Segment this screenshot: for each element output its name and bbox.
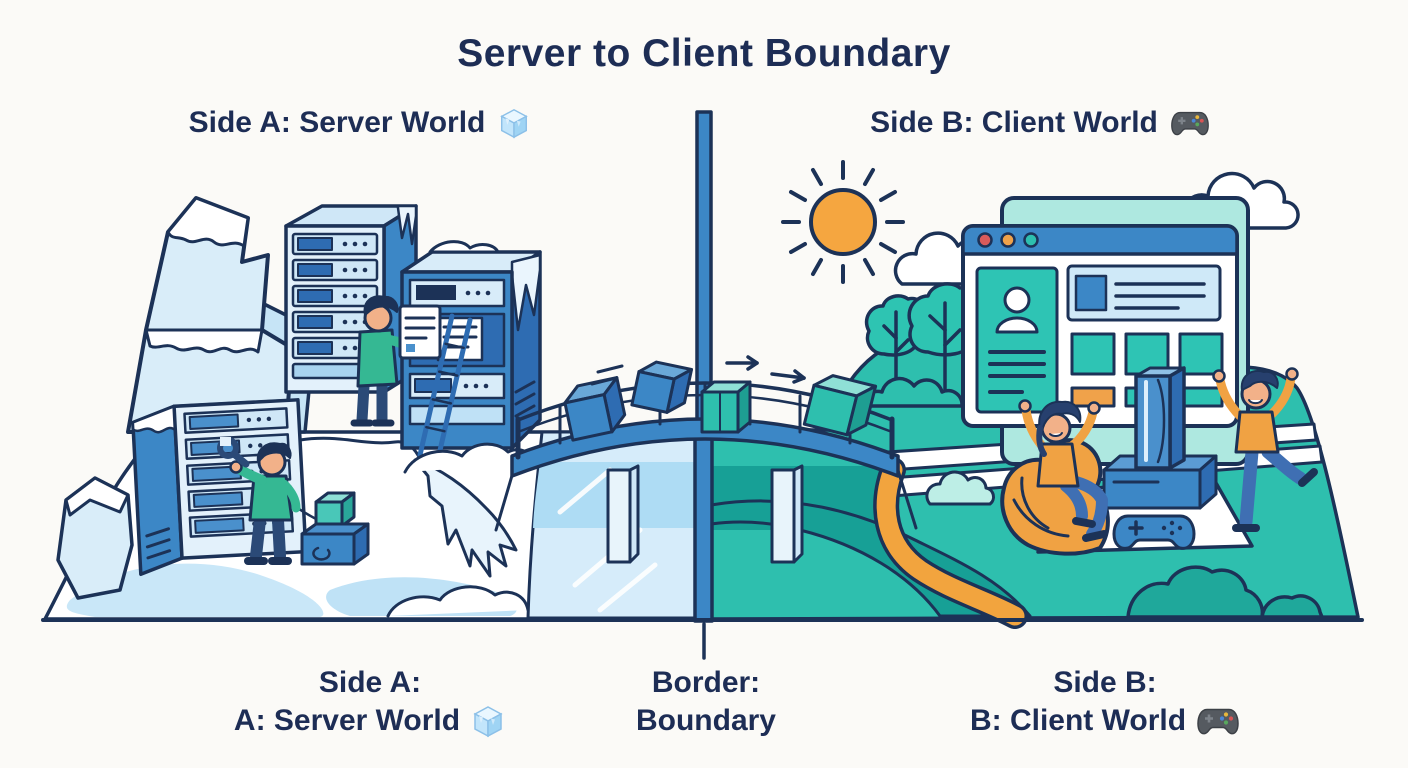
side-b-caption-line2: B: Client World bbox=[895, 702, 1315, 740]
side-b-header-text: Side B: Client World bbox=[870, 106, 1158, 139]
window-minimize-dot[interactable] bbox=[1000, 232, 1016, 248]
small-cloud bbox=[925, 470, 995, 506]
motion-arrows bbox=[590, 355, 806, 386]
window-maximize-dot[interactable] bbox=[1023, 232, 1039, 248]
data-cubes bbox=[563, 360, 878, 442]
cliff-icicles bbox=[413, 458, 518, 578]
player-woman bbox=[1000, 399, 1110, 556]
boundary-line bbox=[693, 110, 714, 623]
border-caption: Border: Boundary bbox=[556, 664, 856, 740]
ice-chunk bbox=[56, 476, 134, 600]
page-title: Server to Client Boundary bbox=[457, 32, 951, 75]
side-b-caption-line1: Side B: bbox=[1053, 666, 1157, 699]
game-controller-icon bbox=[1196, 706, 1240, 737]
sun bbox=[781, 160, 905, 284]
engineer-with-clipboard bbox=[350, 295, 442, 427]
ladder bbox=[417, 313, 473, 462]
gamepad[interactable] bbox=[1112, 514, 1196, 550]
border-caption-line1: Border: bbox=[651, 666, 761, 699]
avatar bbox=[995, 286, 1039, 334]
player-man bbox=[1212, 367, 1318, 532]
engineer-with-wrench bbox=[217, 437, 344, 565]
hero-thumbnail bbox=[1074, 274, 1108, 312]
wrench bbox=[217, 437, 250, 468]
side-a-caption: Side A: A: Server World bbox=[160, 664, 580, 740]
ice-cube-icon bbox=[470, 703, 506, 739]
iceberg bbox=[126, 196, 312, 434]
border-caption-line2: Boundary bbox=[635, 704, 776, 737]
ice-cube-icon bbox=[497, 106, 531, 140]
side-a-header: Side A: Server World bbox=[140, 106, 580, 140]
bridge-pier bbox=[770, 468, 796, 564]
orange-path bbox=[873, 457, 1028, 629]
side-b-caption: Side B: B: Client World bbox=[895, 664, 1315, 740]
game-controller-icon bbox=[1170, 109, 1210, 138]
server-cabinet bbox=[400, 240, 542, 474]
side-b-header: Side B: Client World bbox=[830, 106, 1250, 140]
bridge-pier bbox=[606, 468, 632, 564]
browser-window bbox=[961, 196, 1250, 466]
side-a-header-text: Side A: Server World bbox=[188, 106, 486, 139]
window-close-dot[interactable] bbox=[977, 232, 993, 248]
bushes bbox=[1126, 565, 1324, 619]
side-a-caption-line2: A: Server World bbox=[160, 702, 580, 740]
side-a-caption-line1: Side A: bbox=[318, 666, 422, 699]
crate-with-data-cube bbox=[300, 491, 370, 566]
